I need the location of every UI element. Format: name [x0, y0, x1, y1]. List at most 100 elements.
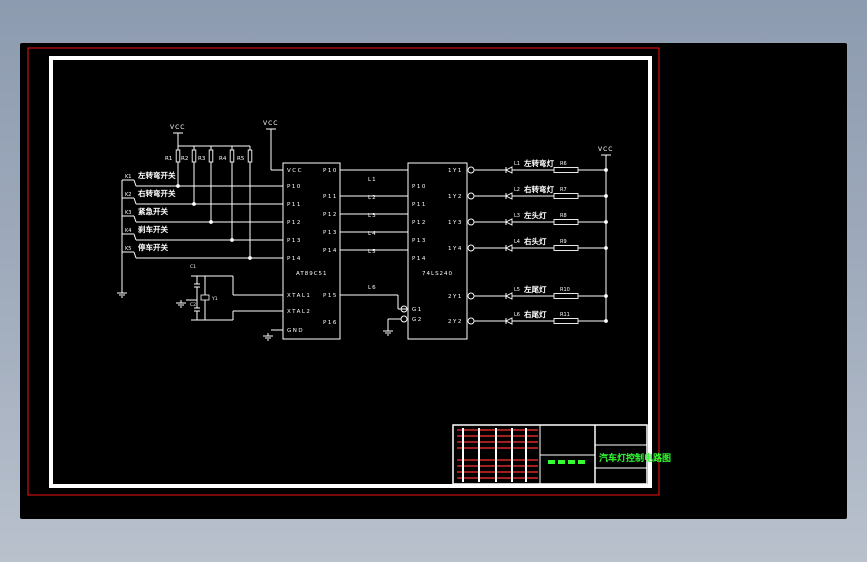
driver-name: 74LS240 — [422, 271, 453, 277]
driver-pin-label: P14 — [412, 256, 427, 262]
pullup-resistor — [247, 149, 253, 163]
pullup-resistor — [175, 149, 181, 163]
crystal-body — [200, 294, 210, 301]
wire — [133, 215, 137, 223]
cad-viewport[interactable] — [20, 43, 847, 519]
mcu-pin-label: P14 — [287, 256, 302, 262]
net-label: L1 — [368, 177, 377, 183]
resistor-label: R4 — [219, 156, 227, 162]
switch-ref: K4 — [125, 228, 131, 234]
title-block-mark — [568, 460, 575, 464]
driver-pin-label: G2 — [412, 317, 423, 323]
led-triangle — [504, 192, 513, 200]
net-label: L2 — [368, 195, 377, 201]
wire — [133, 179, 137, 187]
resistor-label: R10 — [560, 287, 570, 293]
vcc-label: VCC — [598, 146, 613, 153]
switch-name: 紧急开关 — [138, 206, 168, 216]
lamp-name: 右转弯灯 — [523, 184, 554, 194]
output-bubble — [467, 218, 475, 226]
net-label: L3 — [368, 213, 377, 219]
lamp-resistor — [553, 245, 579, 251]
inverter-bubble — [400, 305, 408, 313]
driver-out-label: 1Y1 — [448, 168, 463, 174]
resistor-label: R1 — [165, 156, 172, 162]
mcu-pin-label: P13 — [323, 230, 338, 236]
lamp-name: 右头灯 — [523, 236, 547, 246]
sheet-border — [27, 47, 660, 496]
lamp-resistor — [553, 167, 579, 173]
lamp-resistor — [553, 193, 579, 199]
title-block: 汽车灯控制电路图 — [452, 424, 671, 485]
switch-name: 停车开关 — [138, 242, 168, 252]
resistor-label: R9 — [560, 239, 567, 245]
lamp-name: 左头灯 — [523, 210, 547, 220]
lamp-ref: L6 — [514, 312, 520, 318]
vcc-label: VCC — [263, 120, 278, 127]
mcu-body — [282, 162, 341, 340]
mcu-pin-label: P12 — [287, 220, 302, 226]
switch-name: 右转弯开关 — [137, 188, 176, 198]
mcu-pin-label: P11 — [323, 194, 338, 200]
drawing-frame — [49, 56, 652, 488]
lamp-ref: L5 — [514, 287, 520, 293]
pullup-resistor — [191, 149, 197, 163]
wire — [133, 233, 137, 241]
output-bubble — [467, 192, 475, 200]
net-label: L4 — [368, 231, 377, 237]
resistor-label: R7 — [560, 187, 567, 193]
resistor-label: R6 — [560, 161, 567, 167]
mcu-pin-label: P10 — [323, 168, 338, 174]
title-block-mark — [578, 460, 585, 464]
driver-pin-label: P11 — [412, 202, 427, 208]
led-triangle — [504, 218, 513, 226]
mcu-pin-label: P16 — [323, 320, 338, 326]
lamp-name: 右尾灯 — [523, 309, 547, 319]
switch-name: 左转弯开关 — [137, 170, 176, 180]
lamp-ref: L3 — [514, 213, 520, 219]
drawing-title: 汽车灯控制电路图 — [599, 452, 671, 464]
net-label: L5 — [368, 249, 377, 255]
output-bubble — [467, 292, 475, 300]
driver-out-label: 1Y3 — [448, 220, 463, 226]
crystal-label: Y1 — [211, 296, 218, 302]
led-icon — [504, 244, 513, 252]
led-icon — [504, 192, 513, 200]
mcu-pin-label: P13 — [287, 238, 302, 244]
title-block-mark — [558, 460, 565, 464]
ground-icon — [383, 328, 393, 336]
led-triangle — [504, 166, 513, 174]
resistor-label: R3 — [198, 156, 206, 162]
inverter-bubble — [400, 315, 408, 323]
led-icon — [504, 218, 513, 226]
driver-pin-label: P12 — [412, 220, 427, 226]
lamp-ref: L4 — [514, 239, 520, 245]
led-icon — [504, 317, 513, 325]
output-bubble — [467, 317, 475, 325]
resistor-label: R5 — [237, 156, 245, 162]
mcu-pin-label: P15 — [323, 293, 338, 299]
driver-out-label: 1Y2 — [448, 194, 463, 200]
driver-out-label: 1Y4 — [448, 246, 463, 252]
lamp-ref: L2 — [514, 187, 520, 193]
mcu-pin-label: P10 — [287, 184, 302, 190]
mcu-pin-label: P11 — [287, 202, 302, 208]
ground-icon — [263, 333, 273, 341]
lamp-resistor — [553, 318, 579, 324]
led-triangle — [504, 317, 513, 325]
mcu-pin-label: VCC — [287, 168, 303, 174]
driver-body — [407, 162, 468, 340]
cap-label: C1 — [190, 264, 196, 270]
mcu-name: AT89C51 — [296, 271, 328, 277]
mcu-pin-label: XTAL1 — [287, 293, 311, 299]
pullup-resistor — [229, 149, 235, 163]
switch-ref: K1 — [125, 174, 131, 180]
lamp-resistor — [553, 219, 579, 225]
net-label: L6 — [368, 285, 377, 291]
mcu-pin-label: GND — [287, 328, 304, 334]
resistor-label: R11 — [560, 312, 570, 318]
ground-icon — [176, 300, 186, 308]
lamp-name: 左转弯灯 — [523, 158, 554, 168]
